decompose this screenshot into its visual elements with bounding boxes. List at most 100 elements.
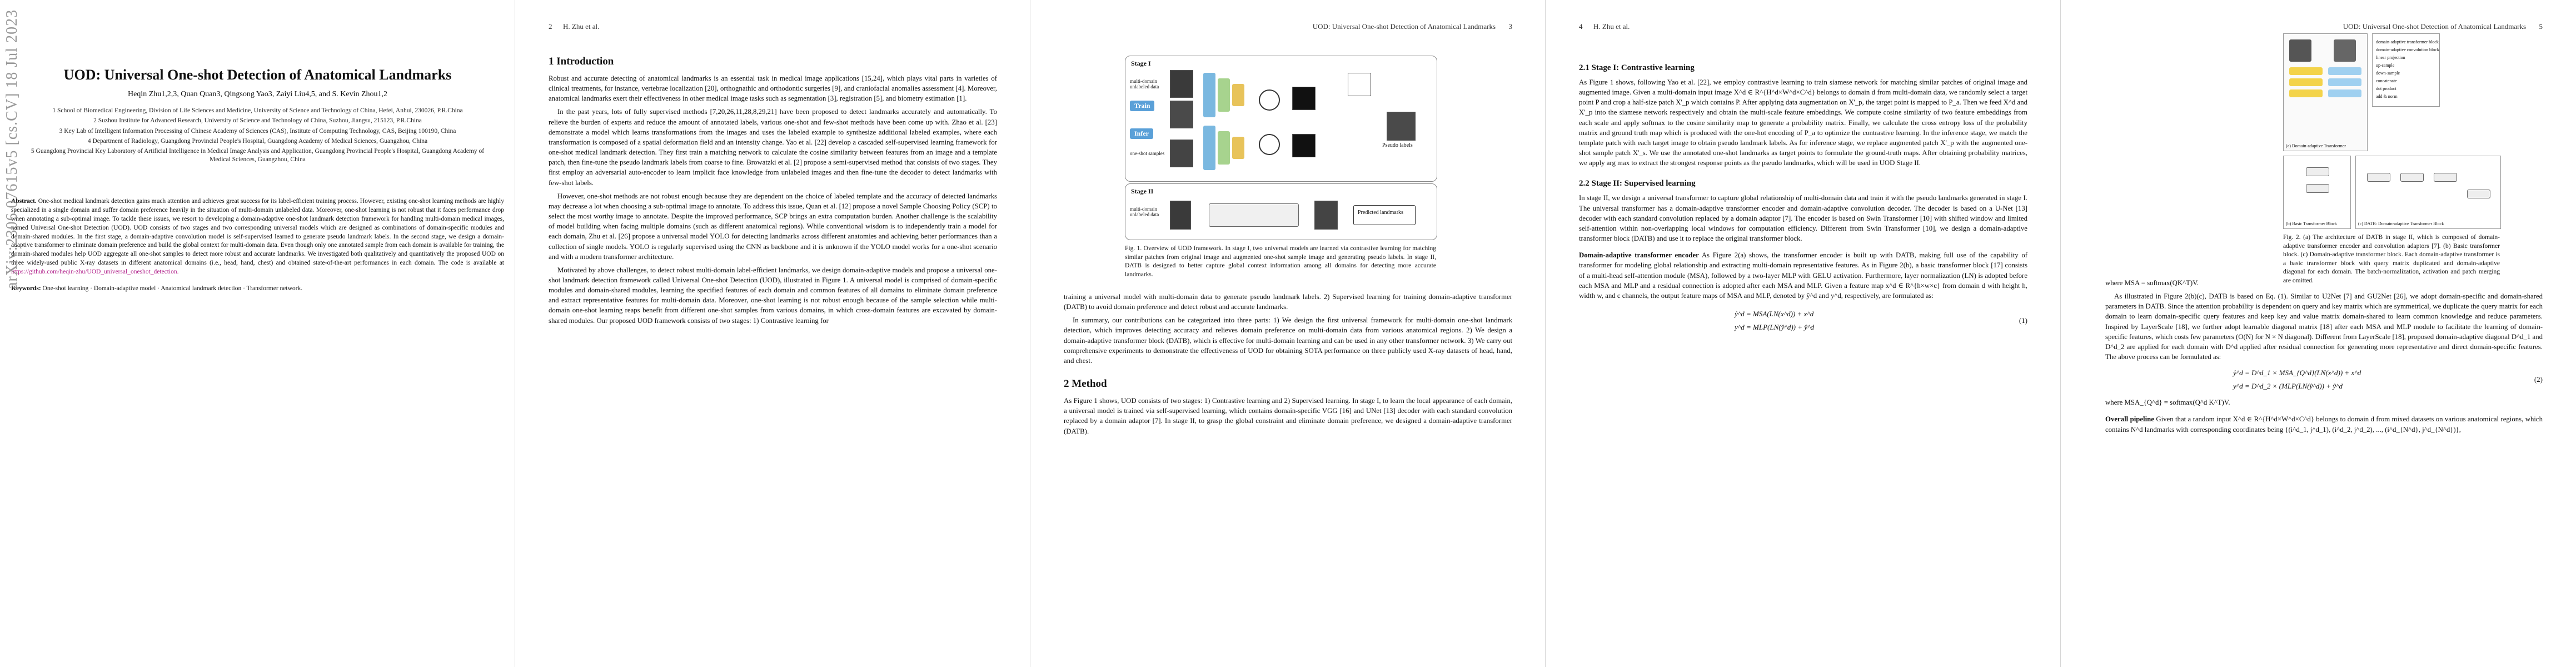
running-header: UOD: Universal One-shot Detection of Ana…	[2094, 22, 2543, 33]
equation-line: y^d = D^d_2 × (MLP(LN(ŷ^d)) + ŷ^d	[2233, 382, 2343, 391]
stage-2-label: Stage II	[1131, 187, 1154, 195]
paragraph: As illustrated in Figure 2(b)(c), DATB i…	[2105, 292, 2543, 361]
prob-map	[1292, 134, 1316, 157]
section-heading: 2 Method	[1064, 378, 1107, 390]
page-5: UOD: Universal One-shot Detection of Ana…	[2061, 0, 2576, 667]
paragraph-label: Domain-adaptive transformer encoder	[1579, 251, 1699, 260]
paragraph: where MSA_{Q^d} = softmax(Q^d K^T)V.	[2105, 399, 2230, 407]
fig-label: Predicted landmarks	[1358, 210, 1403, 216]
paragraph-label: Overall pipeline	[2105, 415, 2154, 424]
legend-item: domain-adaptive transformer block	[2376, 39, 2439, 44]
affiliations: 1 School of Biomedical Engineering, Divi…	[22, 107, 493, 164]
subfigure-label: (c) DATB: Domain-adaptive Transformer Bl…	[2358, 221, 2444, 226]
cos-sim-node	[1259, 89, 1280, 111]
legend-item: add & norm	[2376, 94, 2398, 99]
figure-1-stage-1: Stage I multi-domain unlabeled data Trai…	[1125, 56, 1437, 182]
paragraph: However, one-shot methods are not robust…	[549, 192, 997, 261]
encoder-block	[1203, 126, 1215, 170]
diag-block	[2467, 190, 2490, 198]
k-matrix	[2400, 173, 2424, 182]
code-link[interactable]: https://github.com/heqin-zhu/UOD_univers…	[11, 268, 179, 276]
subfigure-label: (b) Basic Transformer Block	[2286, 221, 2337, 226]
equation-line: ŷ^d = MSA(LN(x^d)) + x^d	[1735, 309, 1814, 318]
infer-tag: Infer	[1130, 128, 1153, 139]
transformer-block	[2289, 67, 2323, 75]
page-1: arXiv:2306.07615v5 [cs.CV] 18 Jul 2023 U…	[0, 0, 515, 667]
affiliation-4: 4 Department of Radiology, Guangdong Pro…	[87, 137, 428, 145]
subfigure-label: (a) Domain-adaptive Transformer	[2286, 143, 2346, 148]
conv-block	[2328, 67, 2361, 75]
subsection-heading: 2.1 Stage I: Contrastive learning	[1579, 63, 1695, 72]
xray-thumb	[2289, 39, 2311, 62]
legend-item: down-sample	[2376, 71, 2400, 76]
transformer-block	[1209, 203, 1299, 227]
affiliation-1: 1 School of Biomedical Engineering, Divi…	[52, 107, 463, 115]
paragraph: Overall pipeline Given that a random inp…	[2105, 414, 2543, 434]
xray-thumb	[1314, 201, 1338, 230]
page-number: 3	[1508, 22, 1513, 31]
fig-label: multi-domain unlabeled data	[1130, 78, 1159, 89]
transformer-block	[2289, 78, 2323, 86]
paragraph: In summary, our contributions can be cat…	[1064, 316, 1512, 365]
legend-items: domain-adaptive transformer block domain…	[2376, 38, 2439, 101]
page-2: 2 H. Zhu et al. 1 Introduction Robust an…	[515, 0, 1030, 667]
running-header: 4 H. Zhu et al.	[1579, 22, 2027, 33]
page-3: UOD: Universal One-shot Detection of Ana…	[1030, 0, 1546, 667]
figure-2-caption: Fig. 2. (a) The architecture of DATB in …	[2283, 234, 2500, 284]
stage-1-label: Stage I	[1131, 59, 1151, 67]
page-number: 5	[2539, 22, 2543, 31]
page-number: 2	[549, 22, 552, 31]
legend-item: linear projection	[2376, 55, 2405, 60]
prob-map	[1292, 87, 1316, 110]
conv-block	[2328, 89, 2361, 97]
abstract-text: One-shot medical landmark detection gain…	[11, 198, 505, 267]
equation-number: (2)	[2534, 375, 2543, 384]
figure-2c: (c) DATB: Domain-adaptive Transformer Bl…	[2355, 156, 2501, 229]
encoder-block	[1218, 78, 1230, 112]
keywords-label: Keywords:	[11, 285, 41, 292]
section-heading: 1 Introduction	[549, 56, 614, 67]
legend-item: concatenate	[2376, 78, 2397, 83]
encoder-block	[1232, 137, 1244, 159]
running-header: UOD: Universal One-shot Detection of Ana…	[1064, 22, 1512, 33]
affiliation-5: 5 Guangdong Provincial Key Laboratory of…	[31, 147, 485, 163]
affiliation-3: 3 Key Lab of Intelligent Information Pro…	[59, 127, 456, 135]
legend-item: up-sample	[2376, 63, 2395, 68]
page-4: 4 H. Zhu et al. 2.1 Stage I: Contrastive…	[1546, 0, 2061, 667]
paragraph: As Figure 1 shows, following Yao et al. …	[1579, 78, 2027, 167]
msa-block	[2306, 184, 2329, 193]
legend-item: domain-adaptive convolution block	[2376, 47, 2439, 52]
pseudo-label-image	[1387, 112, 1416, 141]
encoder-block	[1203, 73, 1215, 117]
cos-sim-node	[1259, 134, 1280, 155]
fig-label: Pseudo labels	[1382, 142, 1413, 148]
figure-1-caption: Fig. 1. Overview of UOD framework. In st…	[1125, 245, 1436, 278]
abstract-label: Abstract.	[11, 198, 37, 205]
gt-map	[1348, 73, 1371, 96]
running-title: H. Zhu et al.	[1593, 22, 1630, 31]
paragraph: In the past years, lots of fully supervi…	[549, 108, 997, 187]
arxiv-stamp: arXiv:2306.07615v5 [cs.CV] 18 Jul 2023	[3, 9, 21, 289]
page-number: 4	[1579, 22, 1583, 31]
keywords-text: One-shot learning · Domain-adaptive mode…	[42, 285, 303, 292]
xray-thumb	[1170, 140, 1193, 167]
paragraph: training a universal model with multi-do…	[1064, 293, 1512, 311]
paragraph: Motivated by above challenges, to detect…	[549, 266, 997, 325]
figure-2b: (b) Basic Transformer Block	[2283, 156, 2351, 229]
encoder-block	[1232, 84, 1244, 106]
encoder-block	[1218, 131, 1230, 165]
v-matrix	[2434, 173, 2457, 182]
paragraph: Domain-adaptive transformer encoder As F…	[1579, 250, 2027, 301]
fig-label: multi-domain unlabeled data	[1130, 206, 1159, 217]
equation-2: ŷ^d = D^d_1 × MSA_{Q^d}(LN(x^d)) + x^d y…	[2105, 365, 2543, 397]
abstract: Abstract. One-shot medical landmark dete…	[11, 197, 504, 277]
equation-line: ŷ^d = D^d_1 × MSA_{Q^d}(LN(x^d)) + x^d	[2233, 369, 2361, 377]
paragraph: Robust and accurate detecting of anatomi…	[549, 74, 997, 103]
paragraph: In stage II, we design a universal trans…	[1579, 194, 2027, 243]
running-title: H. Zhu et al.	[563, 22, 600, 31]
q-matrix	[2367, 173, 2390, 182]
xray-thumb	[1170, 201, 1191, 230]
figure-1-stage-2: Stage II multi-domain unlabeled data Pre…	[1125, 183, 1437, 240]
running-title: UOD: Universal One-shot Detection of Ana…	[2343, 22, 2526, 31]
